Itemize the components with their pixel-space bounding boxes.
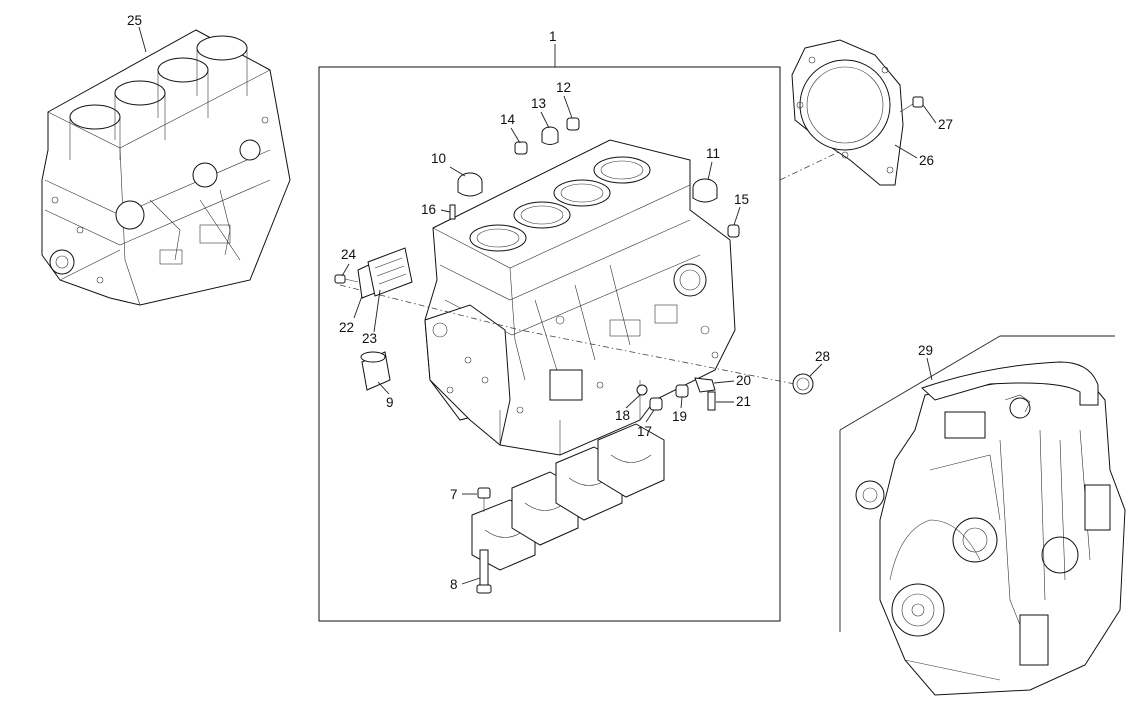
plug-14 — [514, 141, 528, 155]
callout-27: 27 — [938, 117, 953, 132]
bolt-7 — [477, 487, 491, 512]
callout-10: 10 — [431, 151, 446, 166]
callout-19: 19 — [672, 409, 687, 424]
plug-19 — [675, 384, 689, 398]
bolt-27 — [899, 96, 924, 113]
washer-18 — [636, 384, 648, 396]
plug-13 — [541, 126, 559, 145]
callout-14: 14 — [500, 112, 516, 127]
main-bearing-cap-4 — [597, 423, 665, 498]
plug-15 — [727, 224, 740, 238]
plug-11 — [692, 178, 718, 203]
cylinder-block-bare-25 — [41, 29, 291, 306]
plug-10 — [457, 172, 483, 197]
seal-housing-26 — [791, 39, 904, 186]
pin-16 — [449, 204, 456, 220]
callout-17: 17 — [637, 424, 652, 439]
leader-lines — [138, 26, 937, 585]
cover-23 — [367, 247, 413, 297]
plug-17 — [649, 397, 663, 411]
bolt-21 — [707, 391, 716, 411]
bushing-9 — [360, 351, 391, 391]
seal-28 — [792, 373, 814, 395]
callout-20: 20 — [736, 373, 751, 388]
callout-16: 16 — [421, 202, 436, 217]
callout-29: 29 — [918, 343, 933, 358]
bolt-24 — [334, 274, 359, 284]
callout-25: 25 — [127, 13, 142, 28]
cylinder-block-assembly-frame — [318, 66, 781, 622]
nozzle-20 — [694, 377, 716, 393]
callout-7: 7 — [450, 487, 458, 502]
callout-28: 28 — [815, 349, 830, 364]
callout-1: 1 — [549, 29, 557, 44]
plug-12 — [566, 117, 580, 131]
callout-12: 12 — [556, 80, 571, 95]
callout-24: 24 — [341, 247, 357, 262]
callout-9: 9 — [386, 395, 394, 410]
cylinder-block — [424, 139, 736, 456]
callout-11: 11 — [706, 146, 720, 161]
callout-22: 22 — [339, 320, 354, 335]
callout-15: 15 — [734, 192, 749, 207]
callout-18: 18 — [615, 408, 630, 423]
callout-21: 21 — [736, 394, 751, 409]
callout-8: 8 — [450, 577, 458, 592]
engine-assembly-29 — [855, 361, 1126, 696]
callout-13: 13 — [531, 96, 546, 111]
callout-26: 26 — [919, 153, 934, 168]
callout-23: 23 — [362, 331, 377, 346]
bolt-8 — [476, 549, 492, 594]
